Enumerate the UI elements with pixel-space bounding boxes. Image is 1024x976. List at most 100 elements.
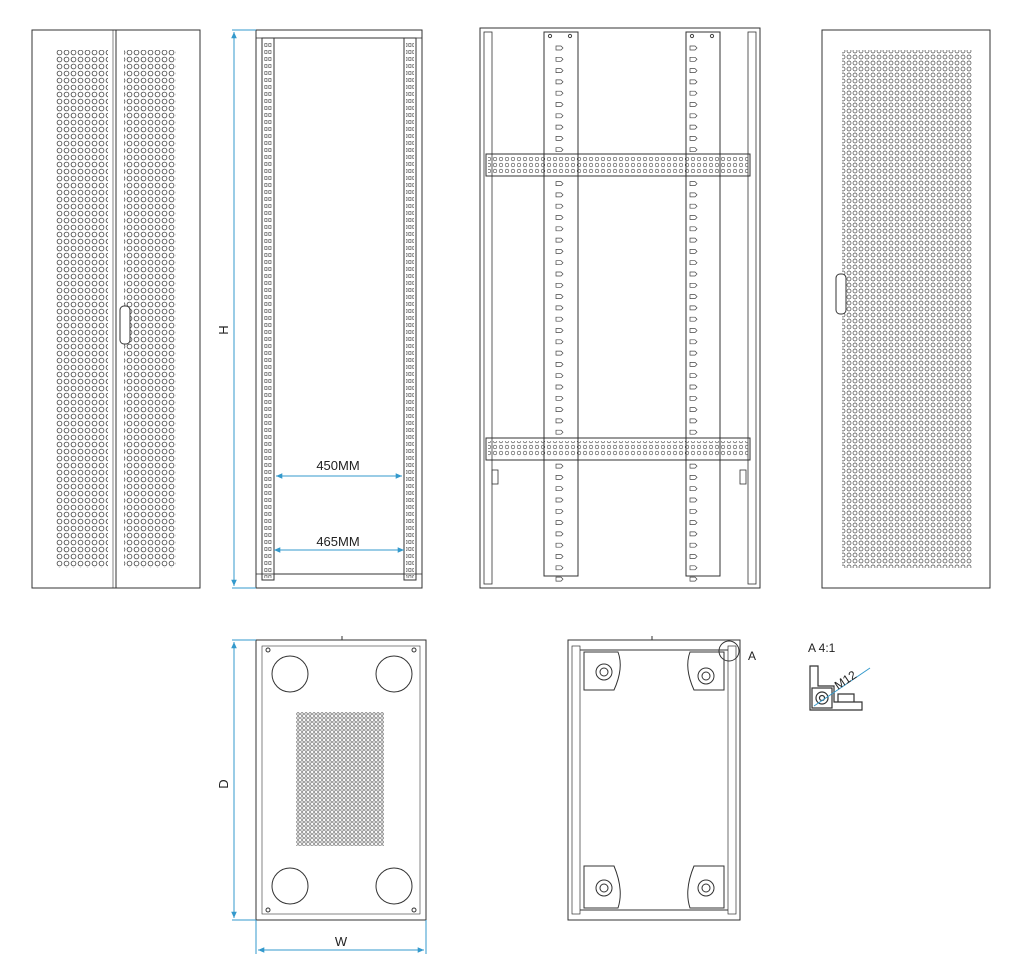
strip-hole bbox=[555, 429, 564, 435]
strip-hole bbox=[689, 316, 698, 322]
rail-width-label: 465MM bbox=[316, 534, 359, 549]
strip-hole bbox=[689, 147, 698, 153]
left-mount-strip bbox=[543, 31, 579, 577]
strip-hole bbox=[555, 68, 564, 73]
height-label: H bbox=[216, 325, 231, 334]
strip-mounting-holes bbox=[547, 33, 715, 582]
dimension-width bbox=[255, 920, 427, 954]
strip-hole bbox=[689, 282, 698, 288]
side-panel-view bbox=[821, 29, 991, 589]
side-frame-outline bbox=[255, 29, 423, 589]
right-mount-strip bbox=[685, 31, 721, 577]
side-panel-outline bbox=[821, 29, 991, 589]
strip-hole bbox=[689, 576, 698, 582]
base-frame-outline bbox=[567, 639, 741, 921]
strip-top-hole bbox=[567, 33, 573, 39]
strip-hole bbox=[555, 362, 564, 367]
strip-hole bbox=[555, 56, 564, 62]
strip-hole bbox=[555, 576, 564, 582]
strip-hole bbox=[555, 339, 564, 345]
top-view bbox=[255, 636, 427, 921]
strip-hole bbox=[555, 113, 564, 119]
strip-hole bbox=[555, 373, 564, 379]
strip-hole bbox=[555, 305, 564, 311]
inner-width-label: 450MM bbox=[316, 458, 359, 473]
strip-hole bbox=[555, 181, 564, 186]
side-frame-view bbox=[255, 29, 423, 589]
strip-hole bbox=[555, 136, 564, 141]
strip-hole bbox=[555, 282, 564, 288]
strip-hole bbox=[555, 520, 564, 525]
strip-hole bbox=[689, 124, 698, 130]
strip-hole bbox=[555, 475, 564, 480]
strip-hole bbox=[555, 79, 564, 85]
strip-hole bbox=[689, 260, 698, 266]
strip-hole bbox=[555, 554, 564, 559]
strip-hole bbox=[555, 90, 564, 96]
strip-hole bbox=[555, 249, 564, 254]
strip-hole bbox=[689, 136, 698, 141]
rear-frame-view bbox=[479, 27, 761, 589]
width-label: W bbox=[335, 934, 348, 949]
left-perforation bbox=[56, 50, 108, 568]
strip-hole bbox=[555, 531, 564, 537]
strip-hole bbox=[689, 271, 698, 277]
strip-top-hole bbox=[689, 33, 695, 39]
caster-icon bbox=[687, 865, 725, 909]
dimension-height bbox=[231, 29, 256, 589]
strip-hole bbox=[555, 328, 564, 333]
strip-hole bbox=[689, 192, 698, 198]
strip-hole bbox=[555, 418, 564, 424]
strip-hole bbox=[689, 68, 698, 73]
strip-hole bbox=[555, 147, 564, 153]
strip-hole bbox=[555, 384, 564, 390]
strip-hole bbox=[689, 531, 698, 537]
strip-hole bbox=[689, 463, 698, 469]
door-handle-icon bbox=[119, 305, 131, 345]
strip-hole bbox=[689, 429, 698, 435]
strip-hole bbox=[689, 350, 698, 356]
strip-hole bbox=[555, 237, 564, 243]
dimension-depth bbox=[231, 639, 256, 921]
strip-hole bbox=[689, 475, 698, 480]
strip-hole bbox=[555, 565, 564, 571]
strip-hole bbox=[555, 463, 564, 469]
strip-hole bbox=[689, 395, 698, 401]
strip-hole bbox=[555, 294, 564, 299]
strip-hole bbox=[555, 45, 564, 51]
strip-hole bbox=[689, 90, 698, 96]
strip-hole bbox=[689, 305, 698, 311]
right-perforation bbox=[124, 50, 176, 568]
strip-hole bbox=[689, 384, 698, 390]
thread-label: M12 bbox=[832, 668, 859, 693]
strip-hole bbox=[689, 362, 698, 367]
strip-hole bbox=[689, 203, 698, 209]
strip-hole bbox=[689, 79, 698, 85]
side-panel-perforation bbox=[842, 50, 972, 568]
strip-hole bbox=[555, 486, 564, 492]
top-view-outline bbox=[255, 639, 427, 921]
strip-hole bbox=[689, 508, 698, 514]
strip-hole bbox=[555, 407, 564, 412]
strip-hole bbox=[689, 328, 698, 333]
strip-hole bbox=[555, 508, 564, 514]
strip-hole bbox=[689, 181, 698, 186]
thread-leader-line bbox=[813, 667, 871, 707]
caster-icon bbox=[583, 651, 621, 691]
strip-hole bbox=[689, 554, 698, 559]
lower-cross-bar bbox=[485, 437, 751, 461]
strip-top-hole bbox=[547, 33, 553, 39]
strip-hole bbox=[555, 102, 564, 107]
fan-cutout-icon bbox=[375, 655, 413, 693]
strip-hole bbox=[555, 260, 564, 266]
rear-frame-outline bbox=[479, 27, 761, 589]
fan-cutout-icon bbox=[375, 867, 413, 905]
strip-hole bbox=[689, 407, 698, 412]
strip-hole bbox=[689, 249, 698, 254]
strip-hole bbox=[689, 486, 698, 492]
roof-vent-grid bbox=[296, 712, 384, 846]
strip-hole bbox=[555, 316, 564, 322]
strip-hole bbox=[555, 203, 564, 209]
strip-hole bbox=[555, 124, 564, 130]
strip-hole bbox=[555, 192, 564, 198]
